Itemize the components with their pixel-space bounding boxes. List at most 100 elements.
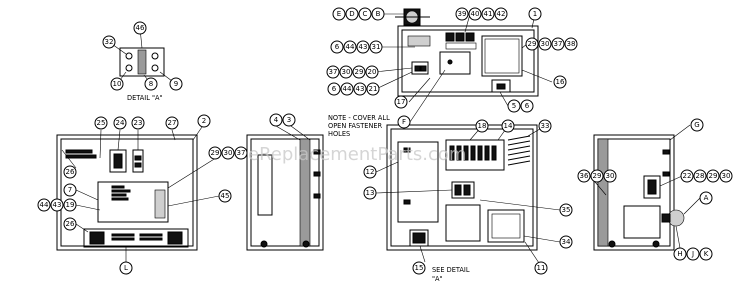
balloon-40: 40 (468, 7, 482, 21)
balloon-31: 31 (369, 40, 383, 54)
balloon-30: 30 (719, 169, 733, 183)
svg-text:1: 1 (533, 10, 537, 18)
svg-text:29: 29 (355, 68, 364, 76)
svg-text:24: 24 (116, 119, 125, 127)
balloon-22: 22 (680, 169, 694, 183)
svg-text:30: 30 (342, 68, 351, 76)
svg-text:26: 26 (66, 220, 75, 228)
note-line-1: NOTE - COVER ALL (328, 114, 390, 122)
svg-text:29: 29 (709, 172, 718, 180)
balloon-38: 38 (564, 37, 578, 51)
svg-text:18: 18 (478, 122, 487, 130)
svg-text:10: 10 (113, 80, 122, 88)
see-detail-line-1: SEE DETAIL (432, 266, 470, 274)
svg-text:29: 29 (593, 172, 602, 180)
balloon-45: 45 (218, 189, 232, 203)
balloon-29: 29 (706, 169, 720, 183)
balloon-26: 26 (63, 217, 77, 231)
svg-text:5: 5 (512, 102, 516, 110)
interior-view (375, 124, 561, 267)
balloon-37: 37 (234, 146, 248, 160)
balloon-27: 27 (165, 116, 179, 130)
svg-text:27: 27 (168, 119, 177, 127)
balloon-3: 3 (282, 113, 296, 127)
svg-text:30: 30 (606, 172, 615, 180)
balloon-36: 36 (577, 169, 591, 183)
svg-text:37: 37 (329, 68, 338, 76)
balloon-43: 43 (50, 198, 64, 212)
balloon-39: 39 (455, 7, 469, 21)
balloon-L: L (119, 261, 133, 275)
svg-text:45: 45 (221, 192, 230, 200)
svg-text:29: 29 (528, 40, 537, 48)
svg-text:43: 43 (359, 43, 368, 51)
detail-a-title: DETAIL "A" (127, 94, 163, 102)
balloon-33: 33 (538, 119, 552, 133)
balloon-28: 28 (693, 169, 707, 183)
balloon-26: 26 (63, 165, 77, 179)
svg-text:43: 43 (356, 85, 365, 93)
svg-text:22: 22 (683, 172, 692, 180)
balloon-29: 29 (525, 37, 539, 51)
balloon-30: 30 (221, 146, 235, 160)
svg-text:E: E (337, 10, 341, 18)
balloon-13: 13 (363, 186, 377, 200)
balloon-4: 4 (269, 113, 283, 127)
svg-text:44: 44 (346, 43, 355, 51)
balloon-35: 35 (559, 203, 573, 217)
svg-text:G: G (694, 121, 699, 129)
svg-text:30: 30 (541, 40, 550, 48)
svg-text:19: 19 (66, 201, 75, 209)
balloon-12: 12 (363, 165, 377, 179)
svg-text:33: 33 (541, 122, 550, 130)
svg-text:15: 15 (415, 264, 424, 272)
balloon-14: 14 (501, 119, 515, 133)
svg-text:36: 36 (580, 172, 589, 180)
svg-text:L: L (124, 264, 128, 272)
balloon-19: 19 (63, 198, 77, 212)
svg-text:11: 11 (537, 264, 546, 272)
svg-text:44: 44 (40, 201, 49, 209)
balloon-E: E (332, 7, 346, 21)
see-detail-line-2: "A" (432, 275, 443, 283)
svg-text:23: 23 (134, 119, 143, 127)
balloon-6: 6 (330, 40, 344, 54)
svg-text:7: 7 (68, 186, 72, 194)
svg-text:6: 6 (332, 85, 337, 93)
svg-text:2: 2 (202, 117, 206, 125)
balloon-30: 30 (603, 169, 617, 183)
balloon-25: 25 (94, 116, 108, 130)
balloon-44: 44 (340, 82, 354, 96)
svg-text:6: 6 (525, 102, 530, 110)
balloon-1: 1 (528, 7, 542, 21)
svg-text:44: 44 (343, 85, 352, 93)
svg-text:46: 46 (136, 24, 145, 32)
balloon-23: 23 (131, 116, 145, 130)
svg-text:30: 30 (224, 149, 233, 157)
balloon-16: 16 (553, 75, 567, 89)
balloon-44: 44 (343, 40, 357, 54)
svg-text:37: 37 (554, 40, 563, 48)
balloon-11: 11 (534, 261, 548, 275)
svg-text:35: 35 (562, 206, 571, 214)
balloon-G: G (690, 118, 704, 132)
balloon-29: 29 (208, 146, 222, 160)
svg-text:3: 3 (287, 116, 291, 124)
svg-text:D: D (349, 10, 354, 18)
watermark-text: eReplacementParts.com (248, 144, 466, 165)
svg-text:A: A (704, 194, 709, 202)
balloon-H: H (673, 247, 687, 261)
balloon-15: 15 (412, 261, 426, 275)
balloon-29: 29 (352, 65, 366, 79)
balloon-20: 20 (365, 65, 379, 79)
balloon-43: 43 (356, 40, 370, 54)
balloon-34: 34 (559, 235, 573, 249)
svg-text:14: 14 (504, 122, 513, 130)
svg-text:31: 31 (372, 43, 381, 51)
svg-text:41: 41 (484, 10, 493, 18)
balloon-5: 5 (507, 99, 521, 113)
svg-text:26: 26 (66, 168, 75, 176)
balloon-8: 8 (144, 77, 158, 91)
balloon-21: 21 (366, 82, 380, 96)
svg-text:12: 12 (366, 168, 375, 176)
